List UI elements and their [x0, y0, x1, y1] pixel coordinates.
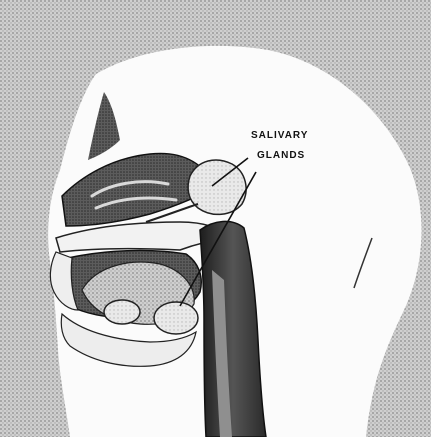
sublingual-gland — [104, 300, 140, 324]
label-line-1: SALIVARY — [251, 130, 308, 141]
label-line-2: GLANDS — [257, 150, 305, 161]
submandibular-gland — [154, 302, 198, 334]
